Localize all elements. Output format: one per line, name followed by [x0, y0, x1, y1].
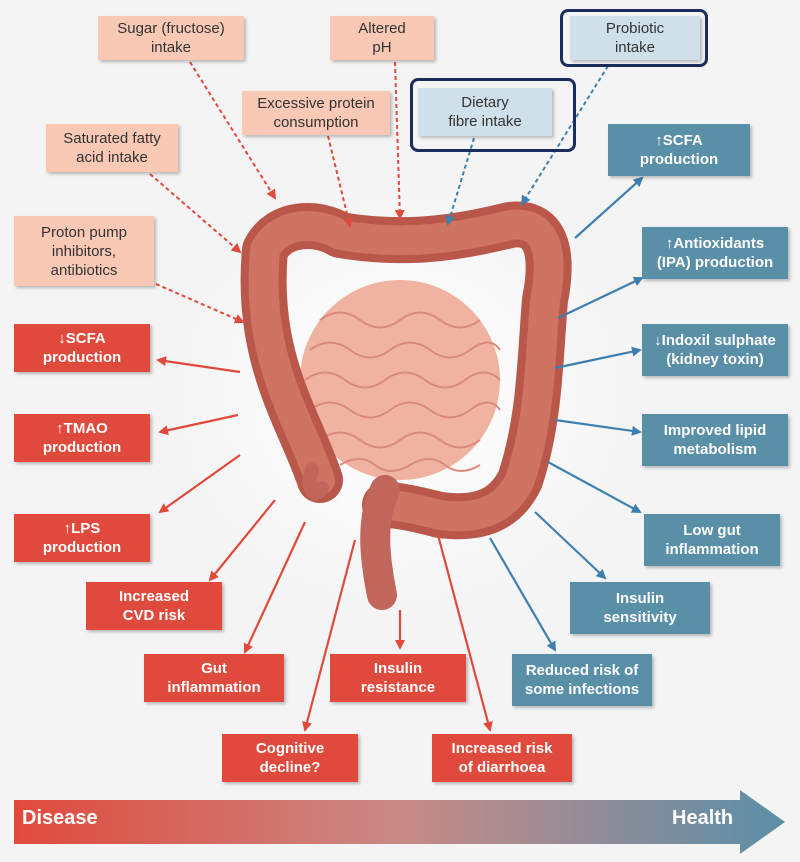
antioxidants-ipa-box: ↑Antioxidants (IPA) production [642, 227, 788, 279]
sugar-arrow [189, 61, 277, 200]
arrows-layer [149, 61, 644, 732]
saturated-fatty-acid-box: Saturated fatty acid intake [46, 124, 178, 172]
large-intestine-segments [248, 209, 564, 532]
lps-increase-box: ↑LPS production [14, 514, 150, 562]
indoxil-arrow [554, 346, 642, 370]
appendix [302, 463, 329, 501]
increased-cvd-risk-box: Increased CVD risk [86, 582, 222, 630]
tmao-increase-box: ↑TMAO production [14, 414, 150, 462]
intestine-illustration [240, 201, 572, 610]
lipid-arrow [554, 418, 642, 436]
increased-diarrhoea-risk-box: Increased risk of diarrhoea [432, 734, 572, 782]
tmao-arrow [158, 413, 239, 436]
altered-ph-box: Altered pH [330, 16, 434, 60]
health-label: Health [672, 807, 734, 829]
insulin-sensitivity-box: Insulin sensitivity [570, 582, 710, 634]
fibre-arrow [445, 137, 475, 226]
indoxil-sulphate-box: ↓Indoxil sulphate (kidney toxin) [642, 324, 788, 376]
disease-health-scale-arrow [14, 790, 785, 854]
probiotic-arrow [520, 65, 609, 206]
scfa-down-arrow [156, 356, 241, 374]
ppi-arrow [155, 283, 245, 324]
antiox-arrow [557, 276, 644, 319]
small-intestine-folds [304, 311, 501, 472]
proton-pump-inhibitors-box: Proton pump inhibitors, antibiotics [14, 216, 154, 286]
low-gut-inflammation-box: Low gut inflammation [644, 514, 780, 566]
ph-arrow [394, 61, 405, 220]
diarrhoea-arrow [436, 534, 493, 732]
insulin-sens-arrow [534, 511, 607, 580]
protein-arrow [327, 135, 353, 228]
low-gut-arrow [547, 461, 642, 513]
gut-inflam-arrow [243, 521, 306, 654]
sat-fat-arrow [149, 173, 242, 254]
cognitive-arrow [302, 539, 357, 732]
disease-label: Disease [22, 807, 98, 829]
reduced-infections-risk-box: Reduced risk of some infections [512, 654, 652, 706]
fibre-highlight [410, 78, 576, 152]
cvd-arrow [208, 499, 276, 582]
small-intestine [300, 280, 500, 480]
dietary-fibre-box: Dietary fibre intake [418, 88, 552, 136]
lps-arrow [158, 454, 241, 514]
scfa-decrease-box: ↓SCFA production [14, 324, 150, 372]
sugar-intake-box: Sugar (fructose) intake [98, 16, 244, 60]
excessive-protein-box: Excessive protein consumption [242, 91, 390, 135]
probiotic-highlight [560, 9, 708, 67]
improved-lipid-metabolism-box: Improved lipid metabolism [642, 414, 788, 466]
gut-inflammation-box: Gut inflammation [144, 654, 284, 702]
infections-arrow [489, 537, 557, 652]
scfa-up-arrow [574, 176, 644, 239]
scfa-increase-box: ↑SCFA production [608, 124, 750, 176]
rectum [360, 475, 400, 610]
insulin-resistance-box: Insulin resistance [330, 654, 466, 702]
cognitive-decline-box: Cognitive decline? [222, 734, 358, 782]
probiotic-intake-box: Probiotic intake [570, 16, 700, 60]
